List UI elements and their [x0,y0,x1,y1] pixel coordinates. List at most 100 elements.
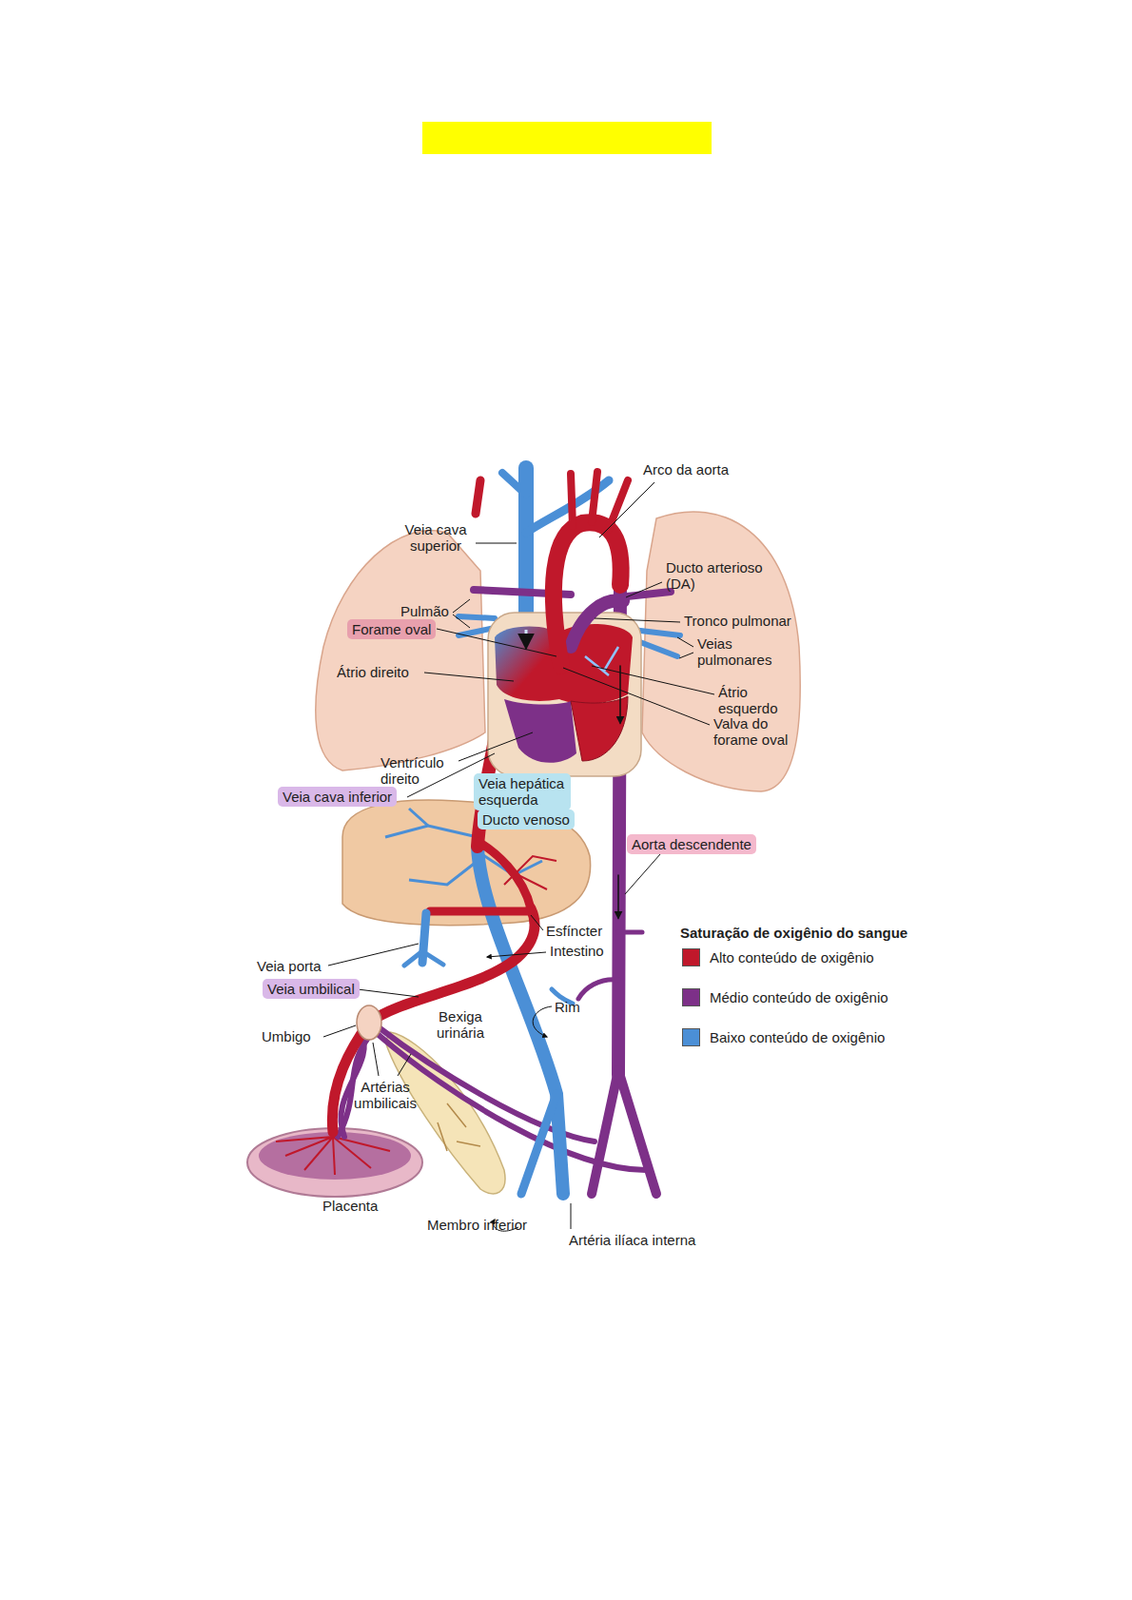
leader-lines [599,482,655,538]
aortic-arch [570,600,624,647]
label-text: Placenta [322,1197,378,1214]
leader-lines [679,652,694,659]
leader-lines [677,637,694,647]
label-text: Veia porta [256,957,322,975]
liver [342,800,591,926]
vessels [331,468,681,1194]
aortic-arch [591,471,598,523]
highlight-label-box: Veia umbilical [262,978,360,999]
vessels [521,1093,557,1194]
aortic-arch [553,522,622,666]
placenta [275,1136,391,1175]
leader-lines [594,618,681,623]
liver [385,825,478,838]
vessels [477,846,564,1194]
node-text: Veia cava inferior [282,788,392,805]
label-text: Tronco pulmonar [683,612,792,629]
node-text: Ducto venoso [482,811,570,828]
label-text: Pulmão [400,603,449,620]
legend-swatch [682,988,701,1007]
bladder [437,1103,481,1152]
leader-lines [624,854,661,895]
label-text: Artérias umbilicais [353,1078,417,1112]
heart [570,696,628,762]
highlight-label-box: Ducto venoso [477,809,575,830]
leader-lines [458,732,533,762]
highlight-bar [422,121,712,155]
part-label: Membro inferior [427,1216,527,1233]
aortic-arch [570,473,573,527]
liver [409,808,429,826]
legend-row: Alto conteúdo de oxigênio [682,948,875,967]
leader-lines [397,1053,411,1076]
legend-swatch [682,1028,701,1047]
lungs [315,511,801,792]
label-text: Átrio esquerdo [718,683,779,717]
leader-lines [563,667,710,725]
vessels [331,908,535,1132]
leader-lines [591,665,715,695]
legend-row: Baixo conteúdo de oxigênio [682,1028,885,1047]
label-text: Átrio direito [336,663,410,681]
vessels [618,930,643,936]
legend-text: Baixo conteúdo de oxigênio [709,1029,885,1046]
leader-lines [570,1203,572,1230]
vessels [429,907,531,917]
legend-text: Médio conteúdo de oxigênio [709,989,889,1006]
highlight-label-box: Aorta descendente [626,834,757,855]
heart [525,629,528,647]
part-label: Átrio esquerdo [718,683,789,718]
part-label: Veias pulmonares [697,635,785,669]
vessels [475,480,481,514]
highlight-label-box: Veia cava inferior [277,786,397,807]
label-text: Esfíncter [546,922,603,939]
part-label: Pulmão [400,603,449,620]
part-label: Esfíncter [546,922,603,939]
part-label: Arco da aorta [643,461,729,478]
aortic-arch [617,875,620,918]
label-text: Artéria ilíaca interna [568,1231,696,1249]
legend-swatch [682,948,701,967]
leader-lines [530,915,544,931]
legend-title: Saturação de oxigênio do sangue [680,924,908,941]
node-text: Veia umbilical [267,980,355,997]
node-text: Forame oval [351,621,431,638]
placenta [247,1128,423,1197]
part-label: Ducto arterioso (DA) [665,559,775,593]
part-label: Bexiga urinária [428,1008,493,1042]
leader-lines [436,628,557,657]
aortic-arch [608,480,628,529]
part-label: Intestino [549,942,605,959]
part-label: Átrio direito [336,663,410,681]
highlight-label-box: Forame oval [347,619,436,640]
part-label: Rim [554,998,581,1015]
leader-lines [328,943,419,966]
legend-text: Alto conteúdo de oxigênio [709,949,875,966]
part-label: Placenta [322,1197,378,1214]
heart [504,699,577,763]
umbilicus [356,1005,382,1040]
liver [409,860,478,885]
leader-lines [452,599,470,613]
label-text: Veias pulmonares [697,635,772,668]
vessels [478,841,531,909]
lungs [315,530,486,771]
label-text: Membro inferior [427,1216,527,1233]
vessels [502,472,527,495]
label-text: Saturação de oxigênio do sangue [680,924,908,941]
label-text: Arco da aorta [643,461,729,478]
part-label: Valva do forame oval [713,715,800,749]
umbilicus [356,1005,382,1040]
leader-lines [487,952,547,957]
vessels [378,1034,649,1171]
label-text: Bexiga urinária [436,1008,485,1041]
leader-lines [357,989,419,997]
label-text: Rim [554,998,581,1015]
part-label: Veia porta [256,957,322,975]
liver [342,800,591,926]
placenta [258,1132,411,1180]
part-label: Umbigo [261,1028,312,1045]
label-text: Veia cava superior [404,521,467,554]
leader-lines [424,672,514,682]
vessels [404,951,444,966]
